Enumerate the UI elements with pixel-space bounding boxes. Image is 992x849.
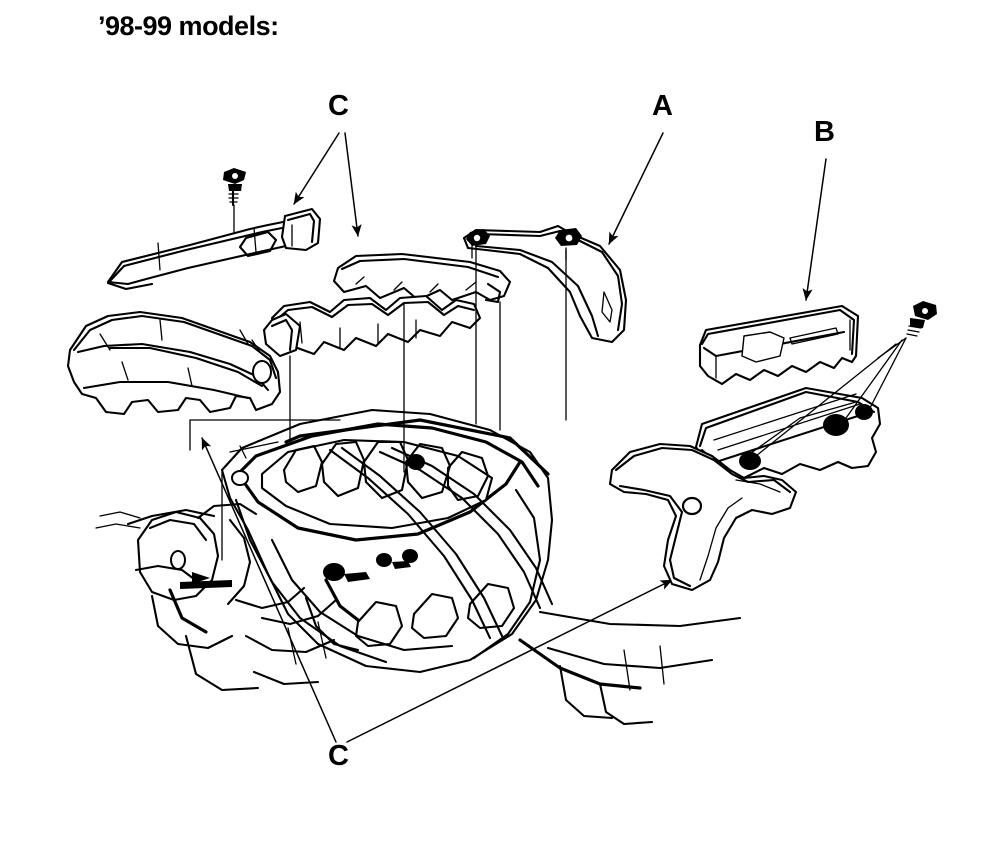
lower-right-curved-stay <box>608 442 798 592</box>
callout-label-b: B <box>814 116 835 148</box>
stay-hole <box>681 496 703 516</box>
leader-c-to-center-stay <box>344 132 362 237</box>
right-upper-cover-bracket <box>462 224 628 344</box>
manifold-bolt-4 <box>407 454 425 470</box>
mount-bolt-left <box>223 168 246 244</box>
manifold-bolt-1 <box>323 563 345 581</box>
callout-label-a: A <box>652 90 673 122</box>
leader-cbottom-to-right-stay <box>346 579 673 743</box>
engine-lower-right-face <box>518 610 742 726</box>
intake-manifold <box>189 245 567 674</box>
leader-a-to-cover-bracket <box>608 132 664 245</box>
callout-label-c-bottom: C <box>328 740 349 772</box>
right-channel-stay <box>694 337 907 480</box>
leader-c-to-left-stay <box>293 132 340 205</box>
upper-left-stay-bracket <box>106 207 322 291</box>
figure-title: ’98-99 models: <box>98 11 279 41</box>
leader-b-to-cover-panel <box>802 158 827 301</box>
manifold-bolt-3 <box>402 549 418 563</box>
callout-leader-arrows <box>201 132 827 743</box>
grommet-center <box>823 414 849 436</box>
grommet-right <box>855 404 873 420</box>
center-lower-stay <box>262 294 482 358</box>
manifold-bolt-2 <box>376 553 392 567</box>
left-engine-cover <box>66 310 282 416</box>
center-wavy-stay <box>332 252 512 304</box>
engine-block-accessories <box>95 502 360 692</box>
mount-bolt-right <box>877 301 937 359</box>
callout-label-c-top: C <box>328 90 349 122</box>
rectangular-cover-panel <box>698 304 860 386</box>
grommet-left <box>739 452 761 470</box>
leader-cbottom-to-left-cover <box>201 437 337 743</box>
